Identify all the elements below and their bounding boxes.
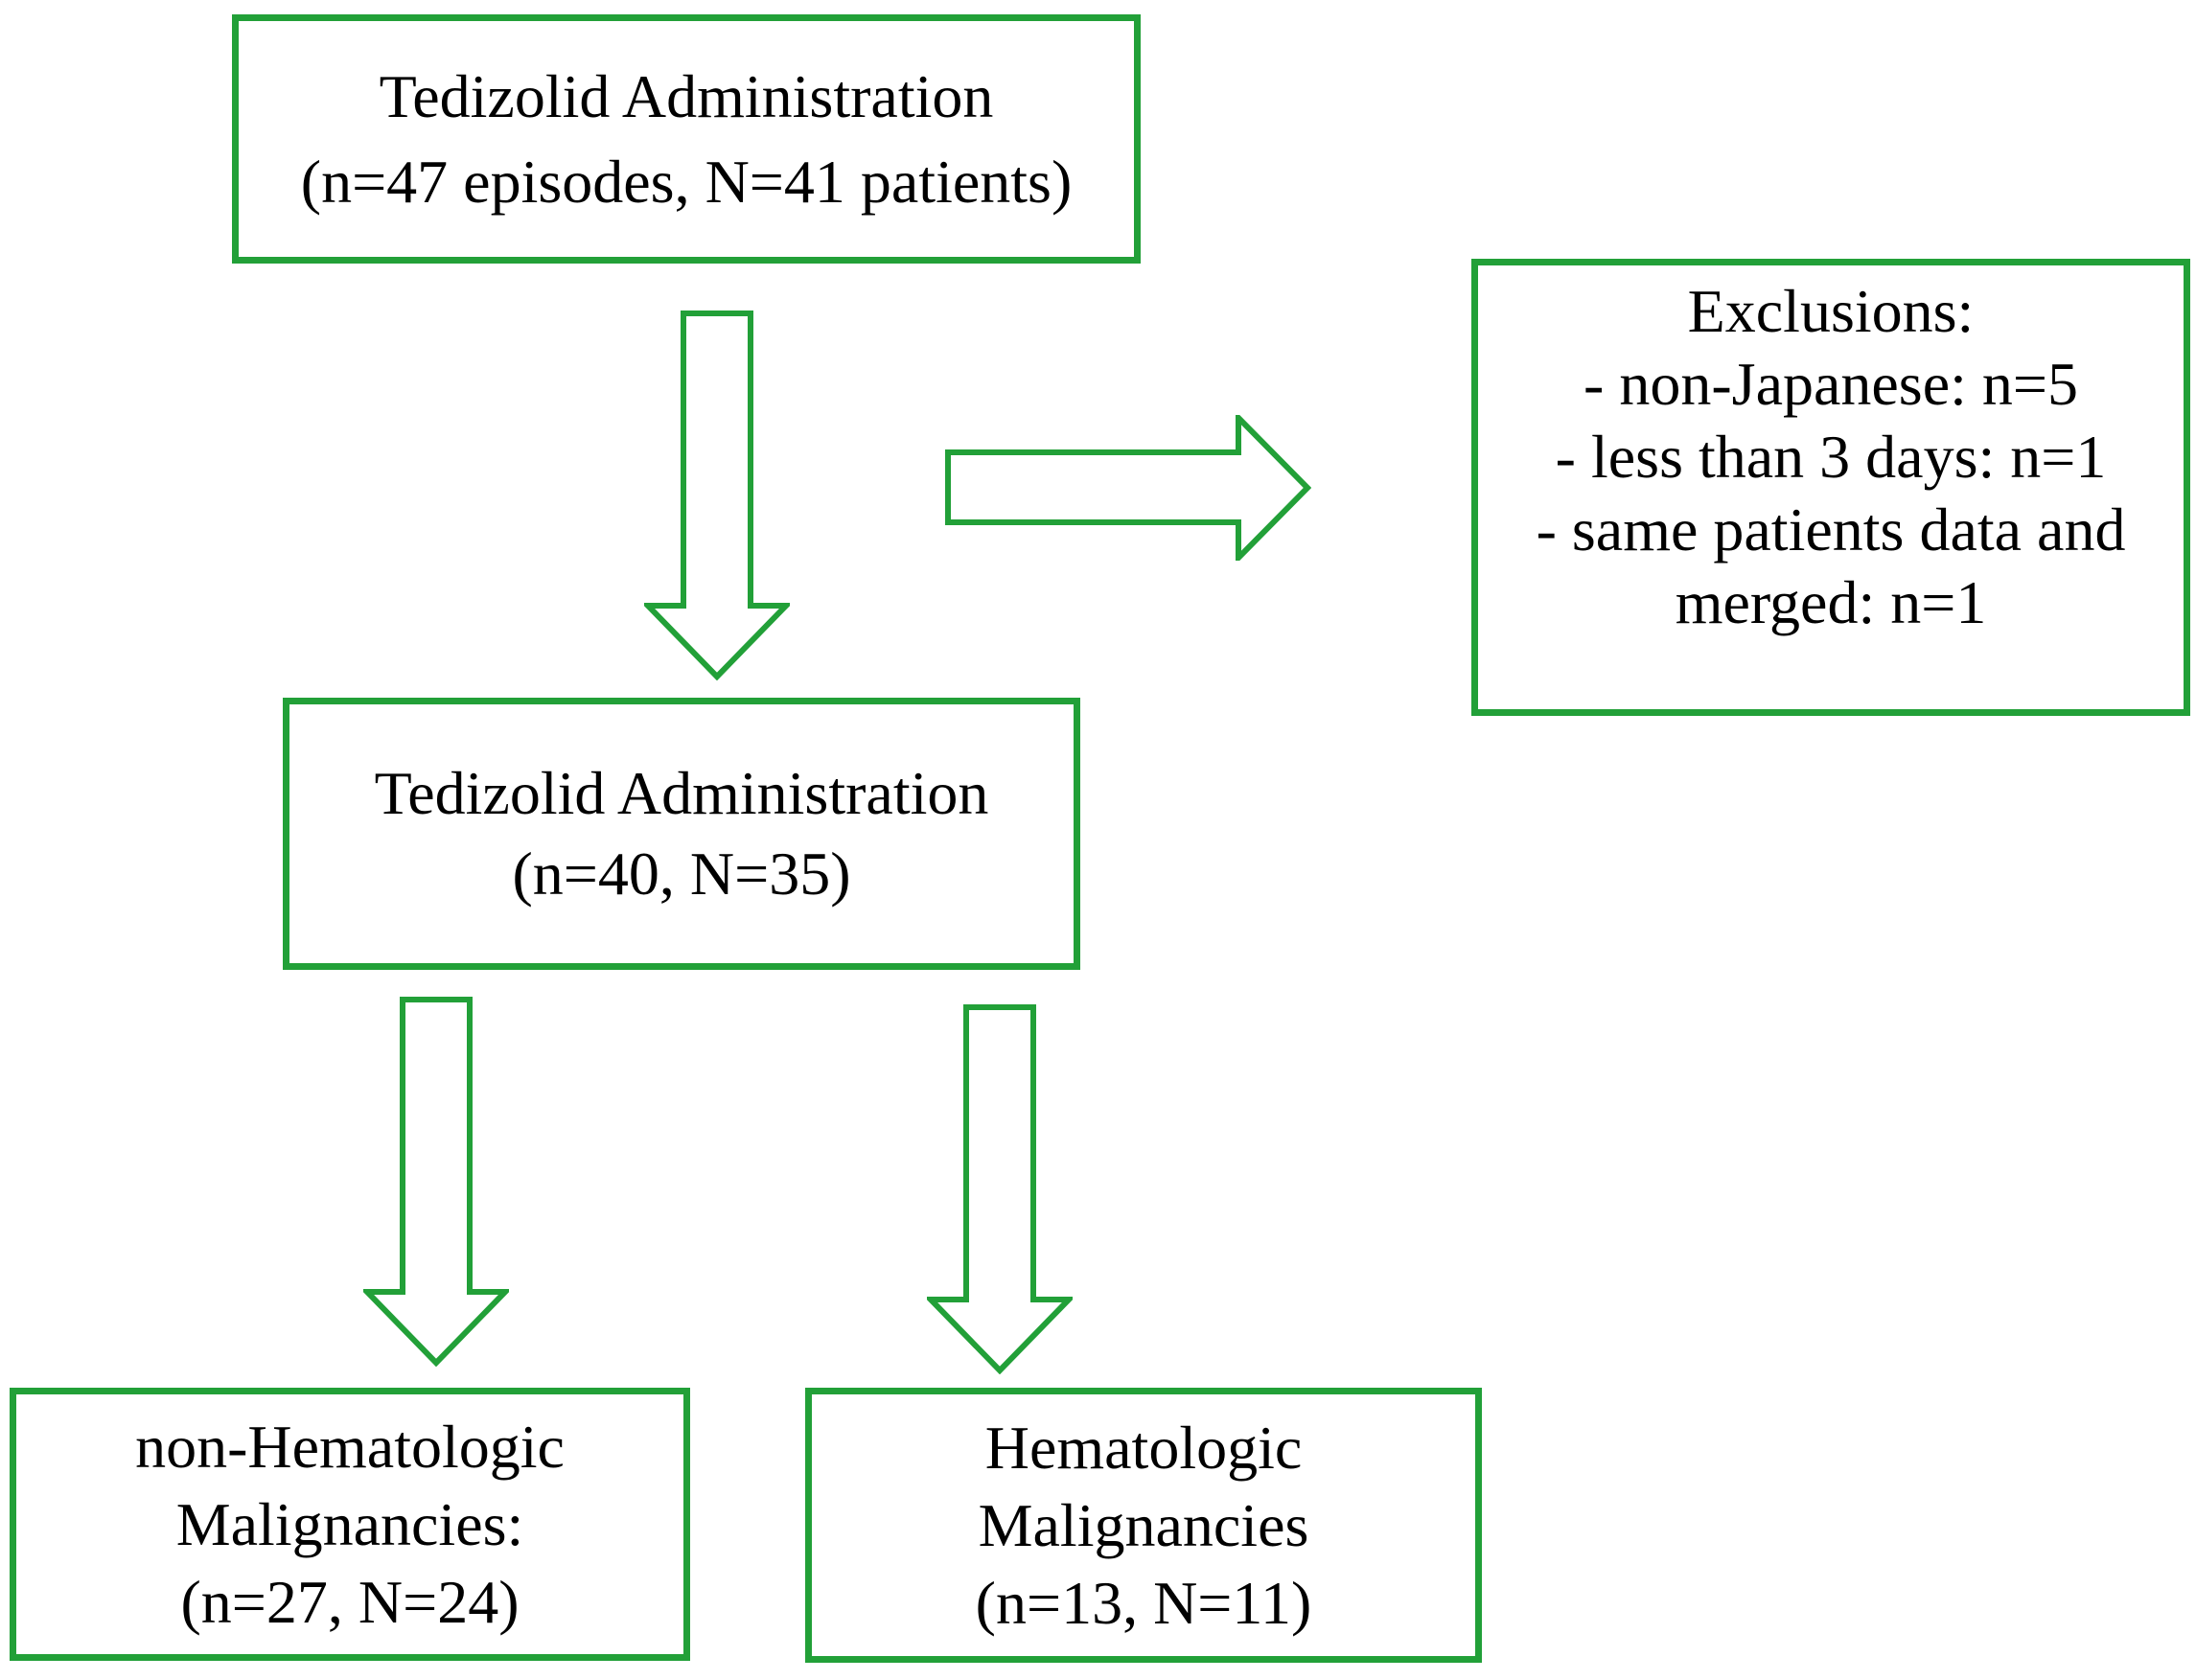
box-exclusions: Exclusions: - non-Japanese: n=5 - less t… <box>1471 259 2190 716</box>
box-text-line: merged: n=1 <box>1675 568 1987 636</box>
box-tedizolid-included: Tedizolid Administration (n=40, N=35) <box>283 698 1080 970</box>
box-text-line: (n=13, N=11) <box>975 1569 1312 1637</box>
box-text-line: Malignancies <box>978 1491 1309 1559</box>
down-arrow-icon <box>927 1004 1073 1374</box>
box-text-line: - less than 3 days: n=1 <box>1555 423 2107 491</box>
box-text-line: (n=27, N=24) <box>180 1568 520 1636</box>
box-text-line: Tedizolid Administration <box>374 759 989 827</box>
box-non-hematologic: non-Hematologic Malignancies: (n=27, N=2… <box>10 1388 690 1661</box>
down-arrow-icon <box>363 997 509 1367</box>
box-text-line: - non-Japanese: n=5 <box>1583 350 2078 418</box>
box-text-line: Hematologic <box>984 1414 1303 1482</box>
box-hematologic: Hematologic Malignancies (n=13, N=11) <box>805 1388 1482 1663</box>
box-text-line: non-Hematologic <box>135 1413 565 1481</box>
box-tedizolid-initial: Tedizolid Administration (n=47 episodes,… <box>232 14 1141 264</box>
box-text-line: Exclusions: <box>1687 277 1975 345</box>
box-text-line: Malignancies: <box>175 1490 524 1558</box>
down-arrow-icon <box>644 311 790 680</box>
right-arrow-icon <box>945 415 1311 561</box>
box-text-line: (n=47 episodes, N=41 patients) <box>300 148 1073 216</box>
box-text-line: (n=40, N=35) <box>512 840 851 908</box>
box-text-line: Tedizolid Administration <box>379 62 994 130</box>
box-text-line: - same patients data and <box>1536 495 2126 564</box>
